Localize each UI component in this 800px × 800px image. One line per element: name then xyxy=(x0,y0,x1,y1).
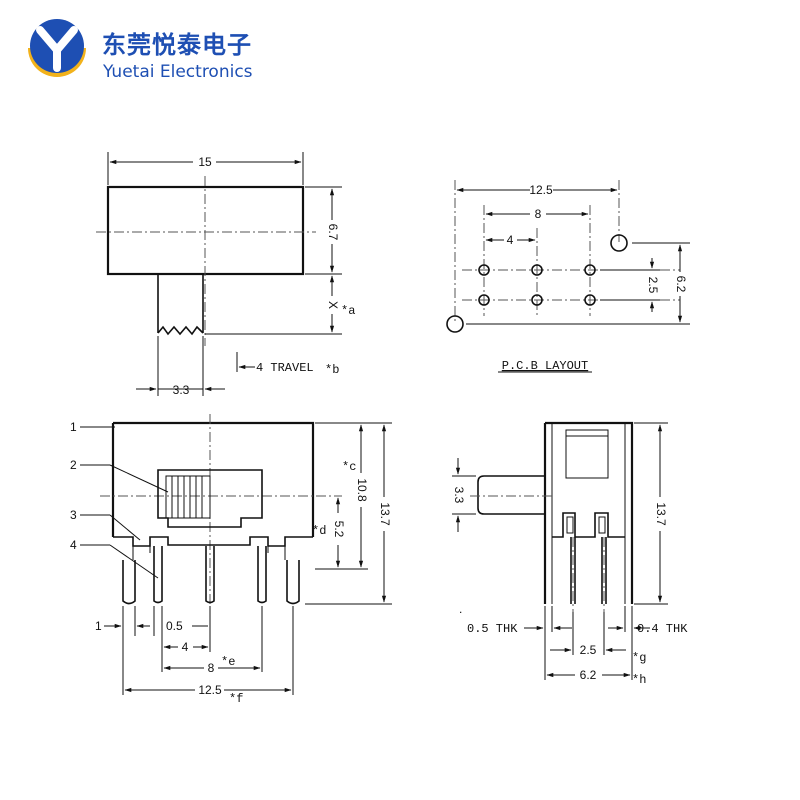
side-mark-dot: . xyxy=(459,602,462,616)
callout-2: 2 xyxy=(70,458,77,472)
pcb-hole xyxy=(478,264,490,276)
base-frame xyxy=(113,536,313,547)
front-dim-0-5: 0.5 xyxy=(166,619,183,633)
side-view-slot xyxy=(565,429,609,479)
pcb-mount-hole xyxy=(446,315,464,333)
travel-label: 4 TRAVEL xyxy=(256,361,314,375)
terminal-pin xyxy=(205,546,215,604)
side-view-knob xyxy=(477,475,545,515)
side-dim-2-5: 2.5 xyxy=(580,643,597,657)
side-view-contacts xyxy=(552,512,625,538)
side-dim-3-3: 3.3 xyxy=(452,487,466,504)
yuetai-logo-icon xyxy=(28,19,86,77)
front-view: 1 2 3 4 13.7 10.8 *c 5.2 *d xyxy=(70,414,392,706)
logo-y-mark xyxy=(36,26,78,72)
pcb-dim-12-5: 12.5 xyxy=(529,183,553,197)
pcb-dim-4: 4 xyxy=(507,233,514,247)
side-dim-6-2: 6.2 xyxy=(580,668,597,682)
brand-name-chinese: 东莞悦泰电子 xyxy=(102,31,252,59)
top-view-knob-stem xyxy=(157,274,204,333)
pcb-hole xyxy=(478,294,490,306)
note-b: *b xyxy=(325,363,339,377)
pcb-layout-title: P.C.B LAYOUT xyxy=(502,359,588,373)
callout-3: 3 xyxy=(70,508,77,522)
note-h: *h xyxy=(632,673,646,687)
pcb-layout: 12.5 8 4 2.5 6.2 P.C.B LAYOUT xyxy=(446,180,690,373)
dim-height-6-7: 6.7 xyxy=(326,224,340,241)
dim-knob-extension-x: X xyxy=(326,301,340,309)
top-view: 15 6.7 X *a 3.3 4 TRAVEL *b xyxy=(96,152,355,397)
note-f: *f xyxy=(229,692,243,706)
note-a: *a xyxy=(341,304,355,318)
thk-0-5: 0.5 THK xyxy=(467,622,518,636)
note-e: *e xyxy=(221,655,235,669)
mount-leg xyxy=(286,560,300,605)
front-dim-8: 8 xyxy=(208,661,215,675)
pcb-mount-hole xyxy=(610,234,628,252)
dim-knob-width-3-3: 3.3 xyxy=(173,383,190,397)
pcb-dim-2-5: 2.5 xyxy=(646,277,660,294)
brand-name-english: Yuetai Electronics xyxy=(103,62,253,82)
pcb-hole xyxy=(584,264,596,276)
front-dim-5-2: 5.2 xyxy=(332,521,346,538)
front-dim-10-8: 10.8 xyxy=(355,478,369,502)
slider-knob-ribs xyxy=(165,475,211,519)
terminal-pin xyxy=(257,546,267,604)
dim-width-15: 15 xyxy=(198,155,212,169)
note-c: *c xyxy=(342,460,356,474)
callout-4: 4 xyxy=(70,538,77,552)
pcb-hole xyxy=(531,294,543,306)
pcb-dim-8: 8 xyxy=(535,207,542,221)
front-dim-1: 1 xyxy=(95,619,102,633)
note-d: *d xyxy=(312,524,326,538)
callout-1: 1 xyxy=(70,420,77,434)
side-dim-13-7: 13.7 xyxy=(654,502,668,526)
mount-leg xyxy=(122,560,136,605)
pcb-hole xyxy=(531,264,543,276)
pcb-dim-6-2: 6.2 xyxy=(674,276,688,293)
top-view-knob-break xyxy=(157,325,204,336)
slider-actuator xyxy=(157,469,263,528)
note-g: *g xyxy=(632,651,646,665)
brand-header: 东莞悦泰电子 Yuetai Electronics xyxy=(0,0,800,110)
front-dim-4: 4 xyxy=(182,640,189,654)
terminal-pin xyxy=(153,546,163,604)
front-dim-13-7: 13.7 xyxy=(378,502,392,526)
pcb-hole xyxy=(584,294,596,306)
thk-0-4: 0.4 THK xyxy=(637,622,688,636)
side-view: 3.3 13.7 0.5 THK . 0.4 THK 2.5 *g 6.2 *h xyxy=(452,421,688,687)
front-dim-12-5: 12.5 xyxy=(198,683,222,697)
side-view-housing xyxy=(543,421,634,604)
